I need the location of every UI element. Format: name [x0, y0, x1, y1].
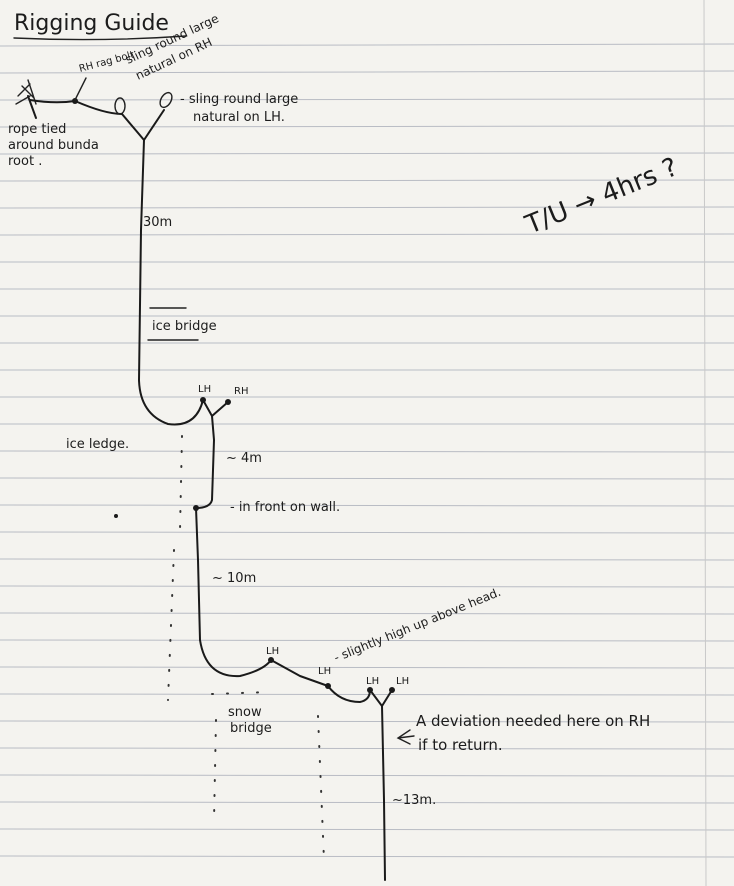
label-rope-tied-3: root .: [8, 154, 42, 169]
label-lh-2: LH: [266, 646, 279, 657]
title-underline: [13, 35, 187, 41]
label-deviation-2: if to return.: [418, 736, 503, 754]
rope-pitch-10m: [195, 507, 272, 678]
y-hang-3: [369, 689, 393, 707]
snow-bridge-dots-left: [213, 719, 217, 821]
label-snow-1: snow: [228, 705, 262, 720]
y-hang-2: [202, 399, 229, 417]
label-sling-lh-2: natural on LH.: [193, 110, 285, 125]
snow-bridge-dots-right: [317, 715, 325, 861]
label-30m: 30m: [143, 215, 172, 230]
label-4m: ~ 4m: [226, 451, 262, 466]
label-lh-3: LH: [318, 666, 331, 677]
snow-bridge-dots-top: [211, 691, 271, 695]
ink-speck: [114, 514, 118, 518]
ice-ledge-dots: [179, 435, 183, 531]
label-lh-1: LH: [198, 384, 211, 395]
label-slightly-high: - slightly high up above head.: [332, 585, 503, 665]
label-time-note: T/U → 4hrs ?: [520, 152, 682, 241]
anchor-rope-tied: [15, 79, 37, 119]
anchor-lh-5: [389, 687, 395, 693]
label-sling-lh-1: - sling round large: [180, 92, 298, 107]
wall-dots: [167, 549, 175, 701]
rope-to-deviation: [327, 685, 371, 703]
label-lh-5: LH: [396, 676, 409, 687]
label-13m: ~13m.: [392, 793, 436, 808]
rope-traverse: [270, 659, 329, 687]
rope-pitch-30m: [138, 139, 204, 426]
rag-bolt-pointer: [74, 77, 87, 101]
deviation-arrow: [396, 729, 415, 745]
label-lh-4: LH: [366, 676, 379, 687]
anchor-rh-1: [225, 399, 231, 405]
label-10m: ~ 10m: [212, 571, 256, 586]
label-rope-tied-2: around bunda: [8, 138, 99, 153]
rope-pitch-13m: [381, 705, 386, 881]
label-rope-tied-1: rope tied: [8, 122, 66, 137]
label-in-front: - in front on wall.: [230, 500, 340, 515]
sling-loop-lh: [159, 91, 173, 109]
label-ice-bridge: ice bridge: [152, 319, 217, 334]
page-title: Rigging Guide: [14, 11, 169, 36]
label-ice-ledge: ice ledge.: [66, 437, 129, 452]
label-snow-2: bridge: [230, 721, 272, 736]
y-hang-top: [121, 109, 165, 141]
sling-loop-rh: [114, 97, 126, 115]
label-deviation-1: A deviation needed here on RH: [416, 712, 650, 730]
rag-bolt-anchor: [72, 98, 78, 104]
rope-pitch-4m: [195, 415, 215, 509]
label-rh-1: RH: [234, 386, 248, 397]
